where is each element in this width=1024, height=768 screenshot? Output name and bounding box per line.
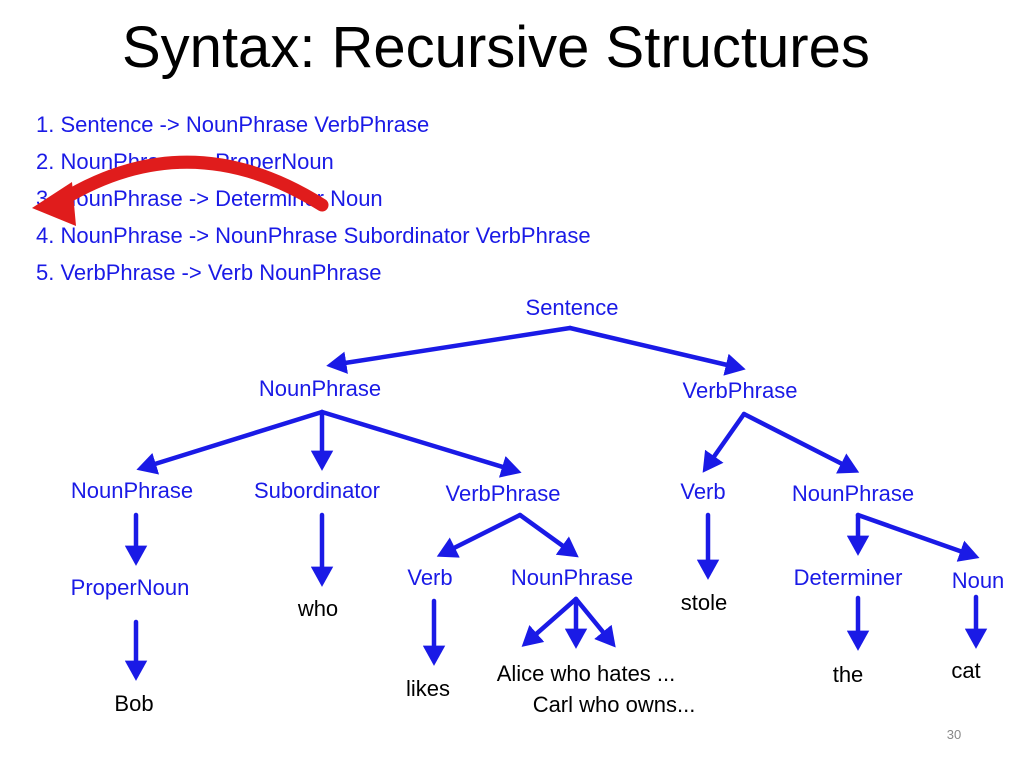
grammar-rule-5: 5. VerbPhrase -> Verb NounPhrase bbox=[36, 260, 382, 285]
edge-vp-np bbox=[741, 411, 860, 474]
edge-np-np bbox=[136, 409, 325, 475]
edge-vp-inner-np bbox=[517, 512, 579, 558]
node-vp-top: VerbPhrase bbox=[683, 378, 798, 403]
edge-np-noun bbox=[855, 512, 980, 562]
node-np-top: NounPhrase bbox=[259, 376, 381, 401]
node-sentence: Sentence bbox=[526, 295, 619, 320]
node-determiner: Determiner bbox=[794, 565, 903, 590]
leaf-likes: likes bbox=[406, 676, 450, 701]
page-number: 30 bbox=[947, 727, 961, 742]
leaf-who: who bbox=[297, 596, 338, 621]
edge-np-vp bbox=[319, 409, 522, 478]
node-verb-right: Verb bbox=[680, 479, 725, 504]
grammar-rule-4: 4. NounPhrase -> NounPhrase Subordinator… bbox=[36, 223, 591, 248]
node-vp-inner: VerbPhrase bbox=[446, 481, 561, 506]
edge-vp-verb bbox=[702, 411, 747, 473]
node-noun: Noun bbox=[952, 568, 1005, 593]
leaf-the: the bbox=[833, 662, 864, 687]
node-subordinator: Subordinator bbox=[254, 478, 380, 503]
node-propernoun: ProperNoun bbox=[71, 575, 190, 600]
node-np-inner: NounPhrase bbox=[71, 478, 193, 503]
edge-sentence-vp bbox=[567, 325, 746, 376]
edge-np-deep-left bbox=[521, 596, 579, 647]
edge-vp-inner-verb bbox=[436, 512, 523, 558]
node-verb-inner: Verb bbox=[407, 565, 452, 590]
slide-title: Syntax: Recursive Structures bbox=[122, 15, 870, 80]
grammar-rule-1: 1. Sentence -> NounPhrase VerbPhrase bbox=[36, 112, 430, 137]
leaf-cat: cat bbox=[951, 658, 980, 683]
tree-edges bbox=[124, 325, 988, 681]
edge-sentence-np bbox=[326, 325, 573, 374]
leaf-bob: Bob bbox=[114, 691, 153, 716]
edge-np-deep-right bbox=[573, 596, 616, 648]
node-np-deep: NounPhrase bbox=[511, 565, 633, 590]
recursion-arrow-icon bbox=[32, 155, 329, 226]
leaf-carl: Carl who owns... bbox=[533, 692, 696, 717]
leaf-alice: Alice who hates ... bbox=[497, 661, 676, 686]
leaf-stole: stole bbox=[681, 590, 727, 615]
node-np-right: NounPhrase bbox=[792, 481, 914, 506]
